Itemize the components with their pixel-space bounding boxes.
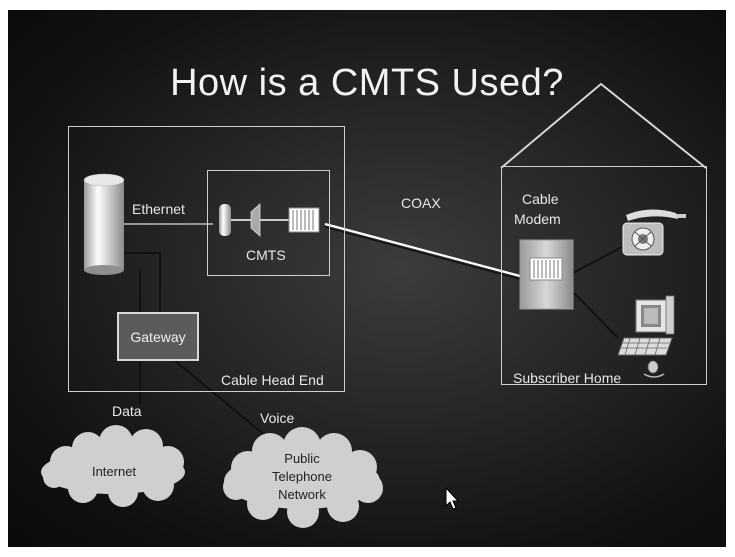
subscriber-home-label: Subscriber Home [513, 370, 622, 386]
internet-cloud [41, 425, 185, 507]
server-cylinder-icon [83, 173, 125, 275]
mouse-cursor-icon [445, 487, 460, 510]
cable-modem-label-line2: Modem [514, 211, 561, 227]
cmts-label: CMTS [246, 247, 286, 263]
cable-modem-icon [519, 239, 574, 310]
coax-line [324, 222, 521, 278]
internet-label: Internet [91, 464, 137, 479]
diagram-graphics [41, 82, 707, 528]
modem-computer-line [573, 292, 619, 339]
telephone-icon [622, 209, 686, 256]
cmts-box [207, 170, 330, 276]
slide-title: How is a CMTS Used? [170, 62, 564, 104]
pstn-label-line1: Public [284, 451, 320, 466]
slide: How is a CMTS Used? Gateway Ethernet CMT… [8, 10, 726, 547]
cmts-device-icon [219, 203, 320, 237]
coax-label: COAX [401, 195, 441, 211]
server-gateway-line [124, 252, 161, 312]
cable-head-end-label: Cable Head End [221, 372, 324, 388]
computer-icon [617, 295, 675, 378]
cable-head-end-box [68, 126, 345, 392]
house-roof [500, 82, 707, 169]
pstn-label-line2: Telephone [272, 469, 332, 484]
pstn-cloud [223, 427, 383, 528]
ethernet-label: Ethernet [132, 201, 185, 217]
voice-label: Voice [260, 410, 295, 426]
subscriber-home-box [501, 166, 707, 385]
modem-phone-line [572, 245, 625, 274]
cable-modem-label-line1: Cable [522, 191, 559, 207]
data-label: Data [112, 403, 142, 419]
coax-line-shadow [324, 226, 521, 280]
pstn-label-line3: Network [278, 487, 326, 502]
gateway-box: Gateway [117, 312, 199, 361]
